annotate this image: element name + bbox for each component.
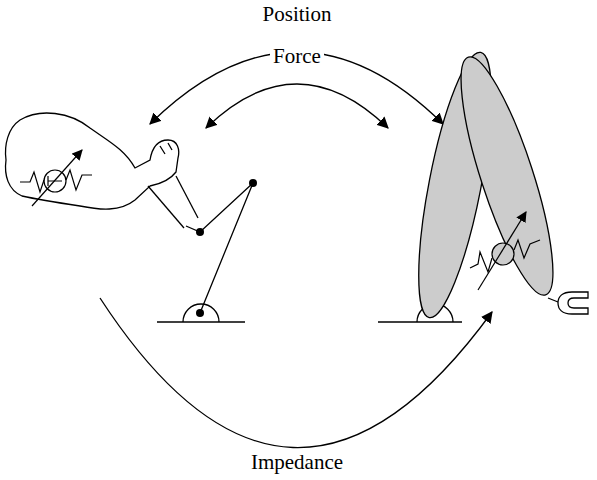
- robot-arm: [378, 48, 588, 323]
- arrow-label: Force: [270, 45, 324, 68]
- force-arrow: [206, 84, 388, 128]
- human-arm: [6, 113, 198, 228]
- arrow-label: Impedance: [248, 451, 346, 474]
- impedance-arrow: [100, 298, 492, 448]
- linkage-model: [157, 179, 257, 322]
- arrow-label: Position: [260, 3, 335, 26]
- arm-impedance-symbol: [20, 150, 92, 206]
